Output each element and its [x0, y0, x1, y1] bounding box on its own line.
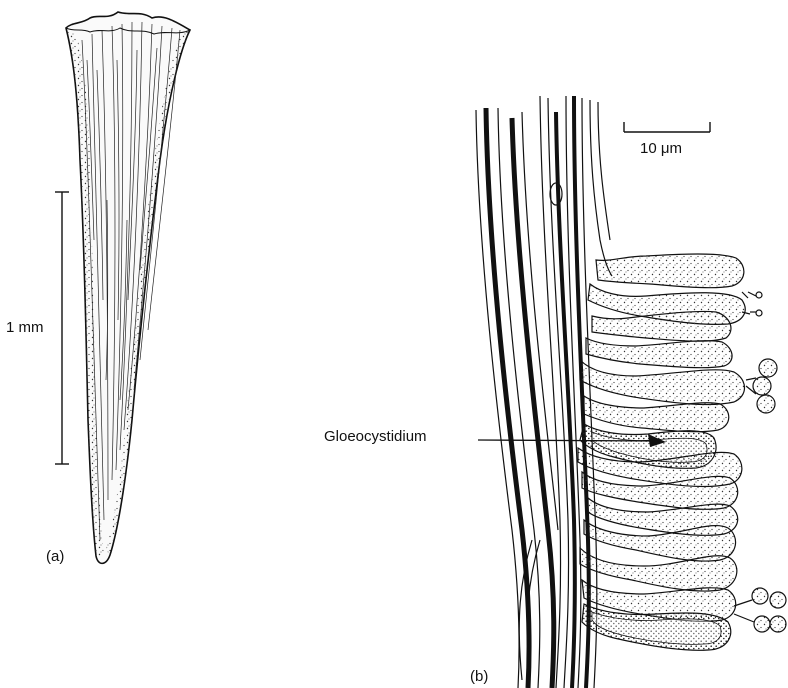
scale-label-a: 1 mm	[6, 319, 44, 336]
scale-label-b: 10 μm	[640, 140, 682, 157]
scale-bar-10um	[624, 122, 710, 132]
spine-drawing	[66, 12, 190, 563]
spores	[734, 292, 786, 632]
scale-bar-1mm	[55, 192, 69, 464]
gloeocystidium-label: Gloeocystidium	[324, 428, 427, 445]
panel-label-a: (a)	[46, 548, 64, 565]
panel-label-b: (b)	[470, 668, 488, 685]
basidia	[578, 254, 745, 650]
